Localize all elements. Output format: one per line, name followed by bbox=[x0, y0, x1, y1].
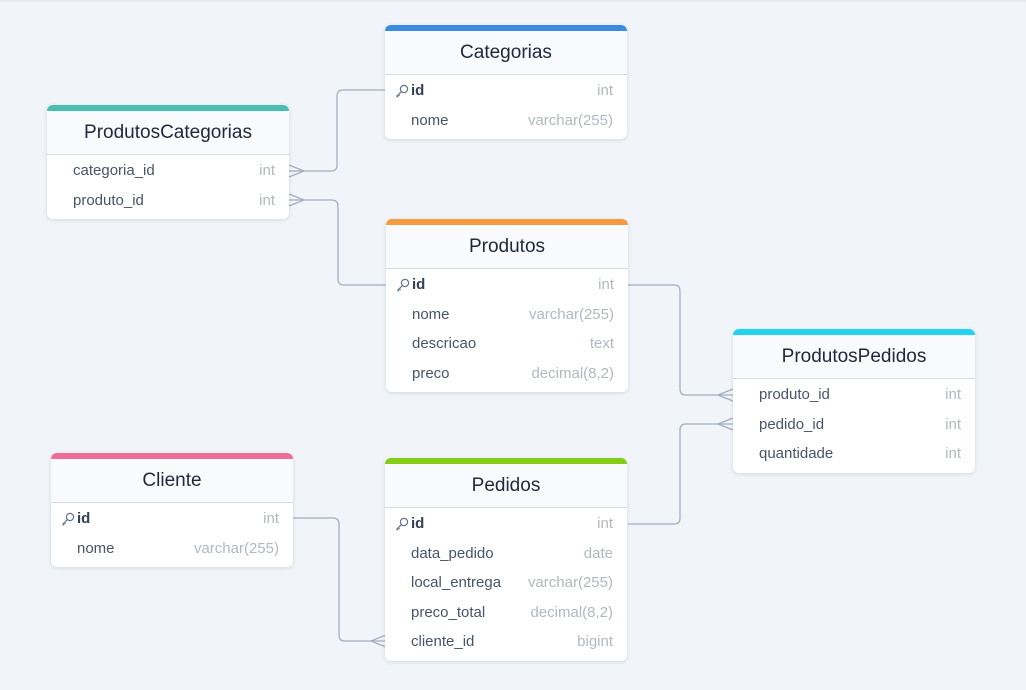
field-name: id bbox=[411, 82, 425, 100]
field-type: varchar(255) bbox=[527, 574, 613, 592]
field-name: preco_total bbox=[411, 603, 486, 621]
table-cliente[interactable]: Cliente id int nome varchar(255) bbox=[51, 453, 293, 567]
field-row[interactable]: cliente_id bigint bbox=[385, 627, 627, 657]
field-name: categoria_id bbox=[73, 162, 155, 180]
field-row[interactable]: produto_id int bbox=[733, 380, 975, 410]
field-row[interactable]: preco decimal(8,2) bbox=[386, 359, 628, 389]
key-icon bbox=[396, 277, 411, 292]
field-name: id bbox=[412, 276, 426, 294]
crows-foot-icon bbox=[716, 388, 734, 402]
table-categorias[interactable]: Categorias id int nome varchar(255) bbox=[385, 25, 627, 139]
table-color-bar bbox=[47, 105, 289, 111]
relationship-produto-pedido[interactable] bbox=[628, 284, 734, 402]
crows-foot-icon bbox=[716, 417, 734, 431]
field-row[interactable]: nome varchar(255) bbox=[51, 534, 293, 564]
field-name: pedido_id bbox=[759, 415, 825, 433]
field-name: cliente_id bbox=[411, 633, 475, 651]
field-row[interactable]: nome varchar(255) bbox=[386, 300, 628, 330]
field-type: int bbox=[598, 276, 614, 294]
field-name: produto_id bbox=[759, 386, 830, 404]
table-pedidos[interactable]: Pedidos id int data_pedido date local_en… bbox=[385, 458, 627, 661]
field-name: produto_id bbox=[73, 191, 144, 209]
field-type: int bbox=[597, 82, 613, 100]
relationship-pedido[interactable] bbox=[628, 417, 734, 525]
field-row[interactable]: pedido_id int bbox=[733, 410, 975, 440]
field-row[interactable]: categoria_id int bbox=[47, 156, 289, 186]
field-name: nome bbox=[77, 539, 115, 557]
field-name: id bbox=[411, 515, 425, 533]
field-row[interactable]: preco_total decimal(8,2) bbox=[385, 598, 627, 628]
field-type: int bbox=[259, 162, 275, 180]
field-type: decimal(8,2) bbox=[531, 364, 614, 382]
field-row[interactable]: id int bbox=[385, 76, 627, 106]
relationship-categoria[interactable] bbox=[288, 89, 386, 178]
table-produtos[interactable]: Produtos id int nome varchar(255) descri… bbox=[386, 219, 628, 392]
field-row[interactable]: quantidade int bbox=[733, 439, 975, 469]
canvas-top-shade bbox=[0, 0, 1026, 3]
field-type: varchar(255) bbox=[193, 539, 279, 557]
table-color-bar bbox=[385, 458, 627, 464]
field-name: quantidade bbox=[759, 445, 834, 463]
table-title: ProdutosPedidos bbox=[733, 335, 975, 379]
field-type: text bbox=[589, 335, 614, 353]
field-type: varchar(255) bbox=[527, 111, 613, 129]
crows-foot-icon bbox=[288, 193, 306, 207]
field-row[interactable]: local_entrega varchar(255) bbox=[385, 568, 627, 598]
field-row[interactable]: nome varchar(255) bbox=[385, 106, 627, 136]
field-row[interactable]: id int bbox=[51, 504, 293, 534]
table-color-bar bbox=[733, 329, 975, 335]
field-name: descricao bbox=[412, 335, 477, 353]
field-type: decimal(8,2) bbox=[530, 603, 613, 621]
field-type: int bbox=[945, 445, 961, 463]
field-type: int bbox=[259, 191, 275, 209]
table-title: ProdutosCategorias bbox=[47, 111, 289, 155]
table-title: Pedidos bbox=[385, 464, 627, 508]
field-row[interactable]: data_pedido date bbox=[385, 539, 627, 569]
field-type: bigint bbox=[577, 633, 613, 651]
field-row[interactable]: descricao text bbox=[386, 329, 628, 359]
field-type: varchar(255) bbox=[528, 305, 614, 323]
table-produtos-pedidos[interactable]: ProdutosPedidos produto_id int pedido_id… bbox=[733, 329, 975, 473]
field-row[interactable]: id int bbox=[385, 509, 627, 539]
field-row[interactable]: produto_id int bbox=[47, 186, 289, 216]
field-name: nome bbox=[411, 111, 449, 129]
key-icon bbox=[395, 83, 410, 98]
table-title: Cliente bbox=[51, 459, 293, 503]
table-title: Categorias bbox=[385, 31, 627, 75]
field-type: int bbox=[597, 515, 613, 533]
key-icon bbox=[61, 511, 76, 526]
field-name: data_pedido bbox=[411, 544, 494, 562]
field-type: int bbox=[263, 510, 279, 528]
field-name: id bbox=[77, 510, 91, 528]
field-type: int bbox=[945, 415, 961, 433]
field-name: preco bbox=[412, 364, 450, 382]
field-name: local_entrega bbox=[411, 574, 502, 592]
field-type: int bbox=[945, 386, 961, 404]
field-name: nome bbox=[412, 305, 450, 323]
key-icon bbox=[395, 516, 410, 531]
table-title: Produtos bbox=[386, 225, 628, 269]
field-type: date bbox=[583, 544, 613, 562]
crows-foot-icon bbox=[288, 164, 306, 178]
relationship-produto-categoria[interactable] bbox=[288, 193, 387, 286]
table-color-bar bbox=[51, 453, 293, 459]
table-color-bar bbox=[386, 219, 628, 225]
table-color-bar bbox=[385, 25, 627, 31]
field-row[interactable]: id int bbox=[386, 270, 628, 300]
crows-foot-icon bbox=[369, 634, 387, 648]
relationship-cliente[interactable] bbox=[292, 517, 387, 648]
table-produtos-categorias[interactable]: ProdutosCategorias categoria_id int prod… bbox=[47, 105, 289, 219]
